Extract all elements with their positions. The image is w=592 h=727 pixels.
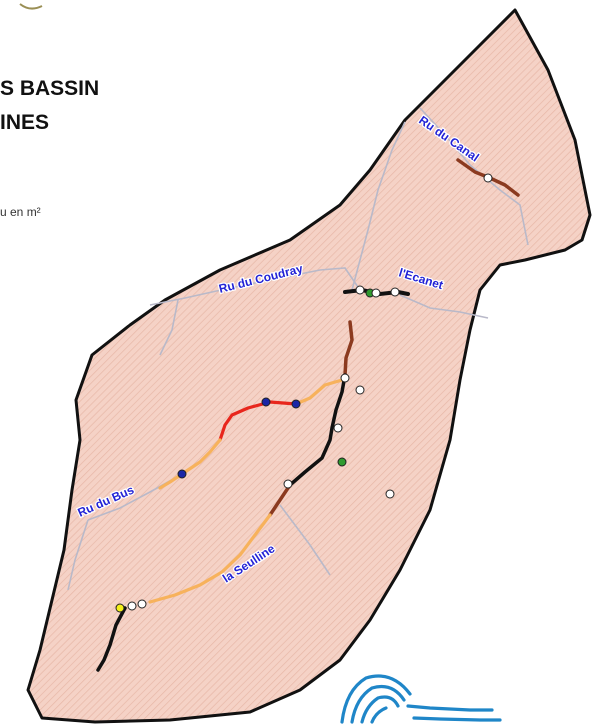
point-white <box>137 599 147 609</box>
point-white <box>340 373 350 383</box>
point-white <box>127 601 137 611</box>
segment-seulline-orange <box>148 513 272 604</box>
point-white <box>355 385 365 395</box>
point-white <box>355 285 365 295</box>
point-white <box>390 287 400 297</box>
point-white <box>483 173 493 183</box>
segment-seulline-black <box>96 606 127 672</box>
stream-upper-valley <box>351 121 406 291</box>
stream-coudray <box>149 267 361 306</box>
segment-bus-orange-lower <box>158 438 222 490</box>
point-white <box>283 479 293 489</box>
point-blue <box>261 397 271 407</box>
stream-ecanet-branch <box>399 294 489 319</box>
stream-coudray-branch <box>159 299 179 356</box>
title-line-1: S BASSIN <box>0 77 100 100</box>
stream-bus-branch <box>67 519 89 591</box>
point-green <box>337 457 347 467</box>
point-white <box>385 489 395 499</box>
map-title: S BASSIN INES <box>0 72 99 140</box>
segment-upper-brown <box>343 320 354 377</box>
measurement-points <box>115 173 493 613</box>
point-white <box>333 423 343 433</box>
unit-note: u en m² <box>0 205 41 219</box>
segment-lower-brown <box>268 483 292 517</box>
point-white <box>371 288 381 298</box>
title-line-2: INES <box>0 111 50 134</box>
basin-area <box>26 8 592 724</box>
point-blue <box>177 469 187 479</box>
corner-logo-fragment <box>19 3 43 10</box>
segment-middle-black <box>288 373 347 487</box>
point-yellow <box>115 603 125 613</box>
organization-logo <box>340 674 502 724</box>
stream-tributary <box>279 504 331 576</box>
point-blue <box>291 399 301 409</box>
segment-bus-orange-upper <box>294 378 344 406</box>
segment-bus-red <box>218 400 298 442</box>
